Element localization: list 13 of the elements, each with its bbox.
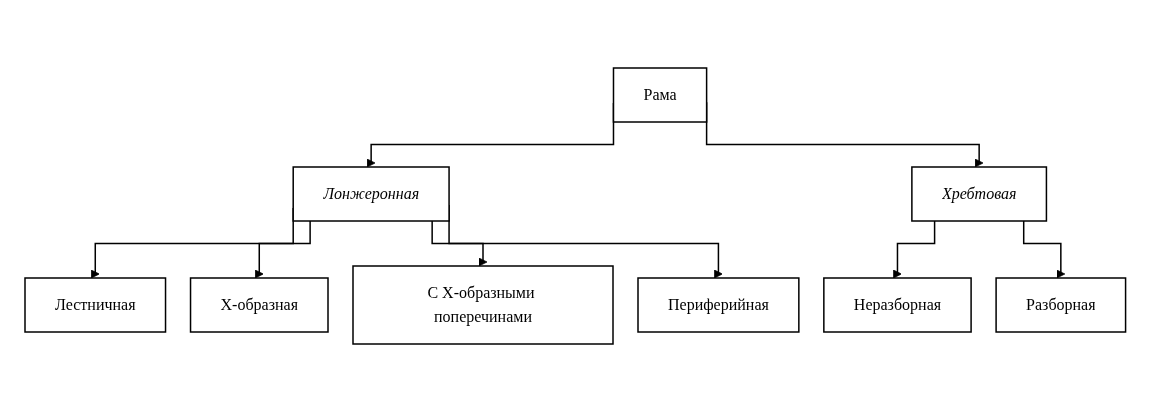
node-box: Хребтовая — [911, 166, 1048, 222]
arrow — [893, 220, 936, 279]
node-box: Х-образная — [190, 277, 329, 333]
node-box: Разборная — [995, 277, 1127, 333]
arrow — [255, 220, 312, 279]
node-box: Неразборная — [823, 277, 973, 333]
arrow — [431, 220, 488, 267]
node-box: Рама — [612, 67, 708, 123]
node-box: Лестничная — [24, 277, 167, 333]
node-box: Периферийная — [637, 277, 800, 333]
node-box: С Х-образными поперечинами — [352, 265, 614, 345]
arrow — [1023, 220, 1066, 279]
node-box: Лонжеронная — [292, 166, 450, 222]
